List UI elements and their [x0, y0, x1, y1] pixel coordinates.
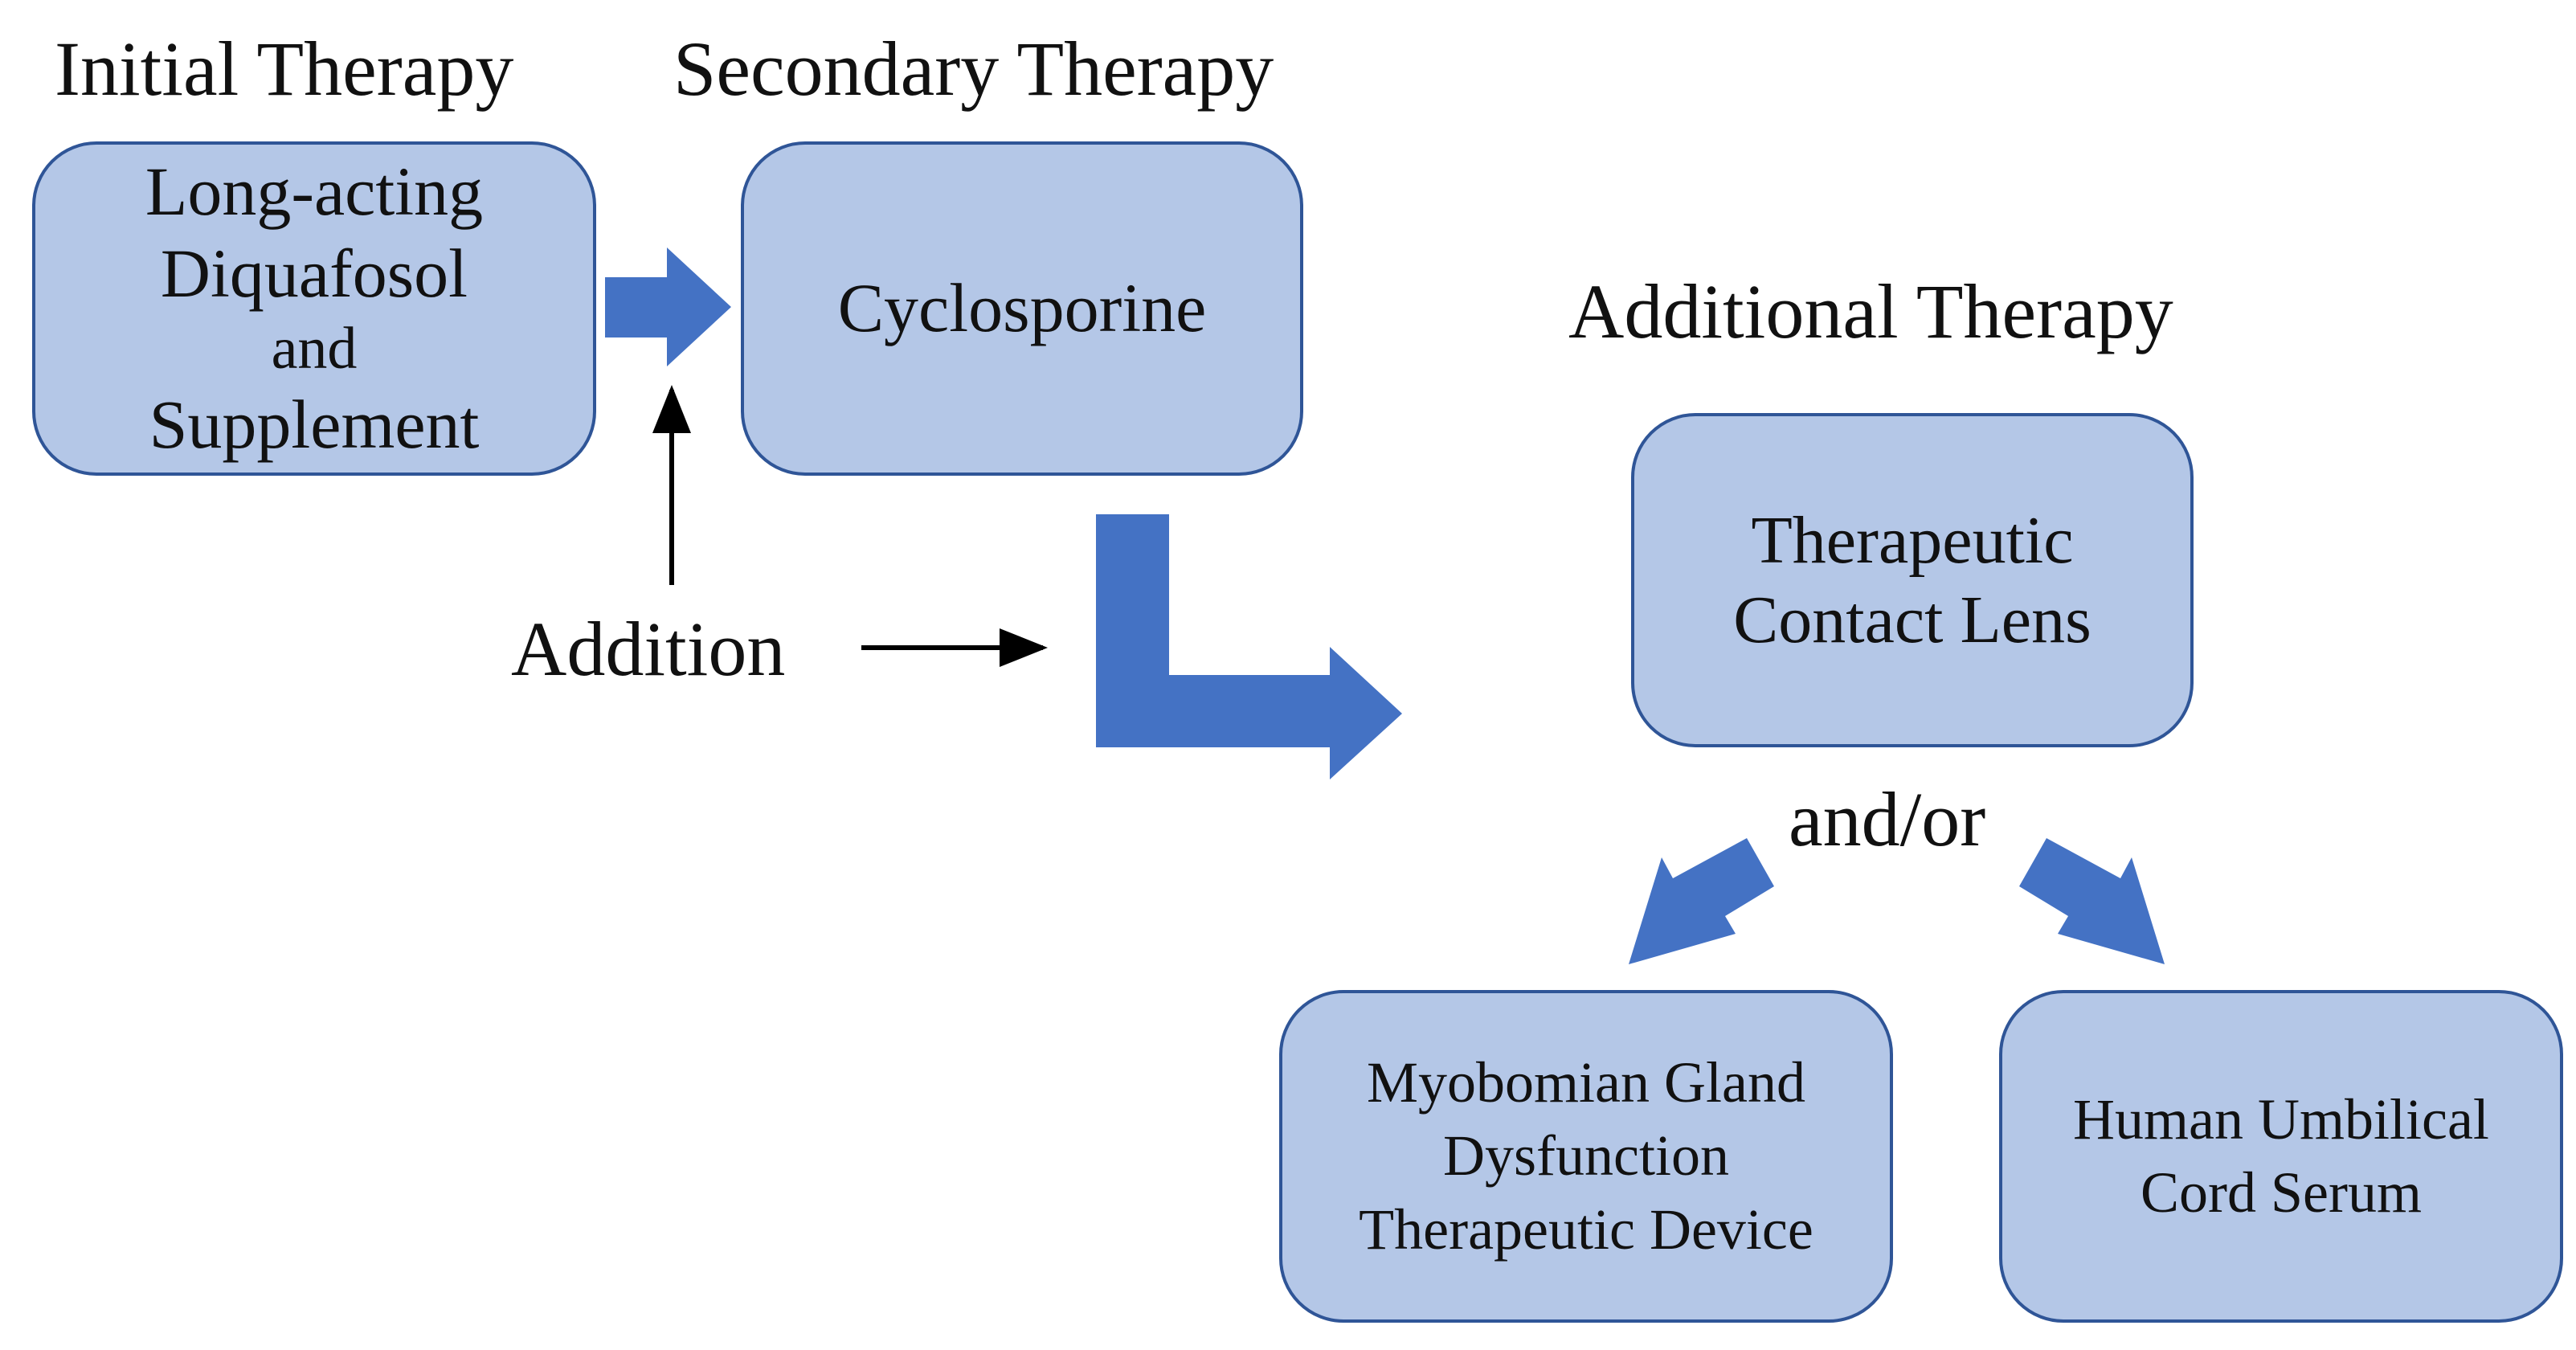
mgd-device-box: Myobomian Gland Dysfunction Therapeutic … — [1279, 990, 1893, 1323]
initial-therapy-line-4: Supplement — [149, 386, 480, 464]
cord-serum-line-2: Cord Serum — [2141, 1160, 2422, 1225]
mgd-device-line-2: Dysfunction — [1443, 1123, 1729, 1188]
mgd-device-line-3: Therapeutic Device — [1359, 1197, 1813, 1262]
secondary-therapy-text: Cyclosporine — [838, 268, 1207, 349]
cord-serum-line-1: Human Umbilical — [2073, 1086, 2489, 1152]
cord-serum-box: Human Umbilical Cord Serum — [1999, 990, 2563, 1323]
secondary-therapy-line-1: Cyclosporine — [837, 269, 1207, 347]
secondary-therapy-heading: Secondary Therapy — [673, 26, 1274, 112]
and-or-to-mgd-device-arrow — [1629, 838, 1774, 964]
initial-therapy-line-2: Diquafosol — [160, 234, 468, 312]
contact-lens-line-1: Therapeutic — [1751, 502, 2074, 578]
secondary-to-additional-elbow-arrow — [1096, 514, 1402, 779]
mgd-device-line-1: Myobomian Gland — [1367, 1049, 1805, 1115]
contact-lens-text: Therapeutic Contact Lens — [1733, 501, 2091, 660]
and-or-label: and/or — [1789, 776, 1986, 862]
contact-lens-line-2: Contact Lens — [1733, 583, 2091, 657]
contact-lens-box: Therapeutic Contact Lens — [1631, 413, 2194, 747]
initial-therapy-line-3: and — [271, 316, 358, 382]
initial-therapy-box: Long-acting Diquafosol and Supplement — [32, 141, 596, 476]
secondary-therapy-box: Cyclosporine — [741, 141, 1303, 476]
and-or-to-cord-serum-arrow — [2019, 838, 2165, 964]
initial-therapy-heading: Initial Therapy — [55, 26, 514, 112]
initial-to-secondary-arrow — [605, 248, 731, 366]
initial-therapy-text: Long-acting Diquafosol and Supplement — [145, 151, 483, 466]
mgd-device-text: Myobomian Gland Dysfunction Therapeutic … — [1359, 1046, 1813, 1266]
addition-label: Addition — [511, 606, 786, 692]
initial-therapy-line-1: Long-acting — [145, 153, 484, 231]
additional-therapy-heading: Additional Therapy — [1568, 268, 2173, 354]
cord-serum-text: Human Umbilical Cord Serum — [2073, 1083, 2489, 1230]
